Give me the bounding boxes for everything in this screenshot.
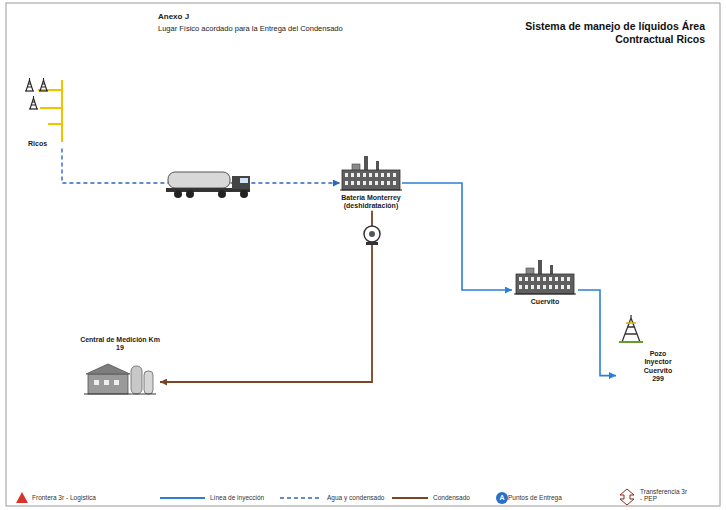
cuervito-plant-icon — [514, 260, 576, 294]
legend-text: Transferencia 3r - PEP — [640, 488, 688, 503]
node-label: Pozo Inyector Cuervito 299 — [638, 350, 678, 384]
legend-text: Condensado — [433, 494, 470, 501]
annex-subtitle: Lugar Físico acordado para la Entrega de… — [158, 24, 343, 33]
plant-node: Cuervito — [512, 262, 578, 306]
node-label: Cuervito — [512, 298, 578, 306]
battery-plant-node: Batería Monterrey (deshidratación) — [340, 154, 402, 211]
legend-samples — [16, 489, 634, 505]
legend-text: Línea de inyección — [210, 494, 264, 501]
metering-station-icon — [84, 364, 156, 394]
injection-line — [578, 290, 616, 376]
battery-plant-icon — [340, 156, 402, 190]
wells-icon — [25, 78, 62, 142]
pump-icon — [364, 226, 380, 245]
delivery-point-letter: A — [496, 493, 508, 503]
legend-text: Agua y condensado — [327, 494, 384, 501]
node-label: Batería Monterrey (deshidratación) — [340, 194, 402, 211]
injection-line — [402, 183, 512, 290]
metering-station-node: Central de Medición Km 19 — [80, 336, 160, 395]
node-label: Central de Medición Km 19 — [80, 336, 160, 353]
legend-text: Puntos de Entrega — [508, 494, 562, 501]
injector-well-node: Pozo Inyector Cuervito 299 — [616, 316, 678, 384]
page-frame — [6, 3, 720, 506]
condensate-line — [160, 211, 372, 382]
legend-text: Frontera 3r - Logística — [32, 494, 96, 501]
annex-heading: Anexo J — [158, 12, 189, 21]
tanker-truck-icon — [166, 172, 250, 198]
diagram-title: Sistema de manejo de líquidos Área Contr… — [490, 20, 705, 46]
well-group-node: Ricos — [22, 74, 70, 148]
injector-well-icon — [619, 315, 643, 342]
node-label: Ricos — [28, 140, 70, 148]
